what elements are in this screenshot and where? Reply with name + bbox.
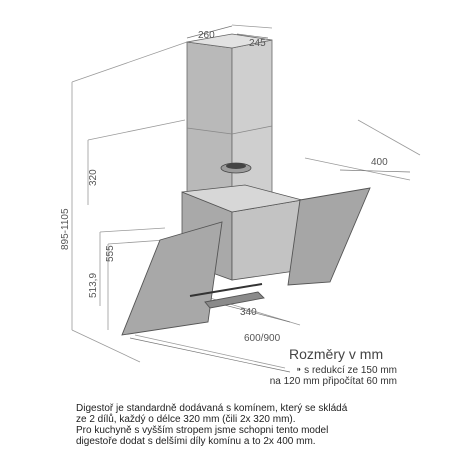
dim-bottom-width: 340 <box>240 307 257 318</box>
glass-panels <box>121 187 371 336</box>
dim-top-width: 260 <box>198 30 215 41</box>
note-line-2: na 120 mm připočítat 60 mm <box>269 376 397 387</box>
description-line-3: Pro kuchyně s vyšším stropem jsme schopn… <box>76 425 329 436</box>
note-line-1: ⁍ s redukcí ze 150 mm <box>296 365 397 376</box>
legend-title: Rozměry v mm <box>289 346 384 362</box>
chimney <box>186 33 273 213</box>
description-text: Digestoř je standardně dodávaná s komíne… <box>76 403 406 447</box>
legend-note: ⁍ s redukcí ze 150 mm na 120 mm připočít… <box>237 365 397 387</box>
description-line-2: ze 2 dílů, každý o délce 320 mm (čili 2x… <box>76 414 296 425</box>
dim-chimney-height: 320 <box>88 169 99 186</box>
dim-depth: 400 <box>371 157 388 168</box>
dim-overall-width: 600/900 <box>244 333 281 344</box>
dim-lower-height: 513,9 <box>88 273 99 298</box>
dim-upper-height: 555 <box>105 245 116 262</box>
description-line-1: Digestoř je standardně dodávaná s komíne… <box>76 403 348 414</box>
dim-total-height: 895-1105 <box>60 208 71 250</box>
duct-outlet <box>220 162 252 174</box>
dimension-arrows <box>129 25 411 373</box>
dim-top-depth: 245 <box>249 38 266 49</box>
description-line-4: digestoře dodat s delšími díly komínu a … <box>76 436 316 447</box>
